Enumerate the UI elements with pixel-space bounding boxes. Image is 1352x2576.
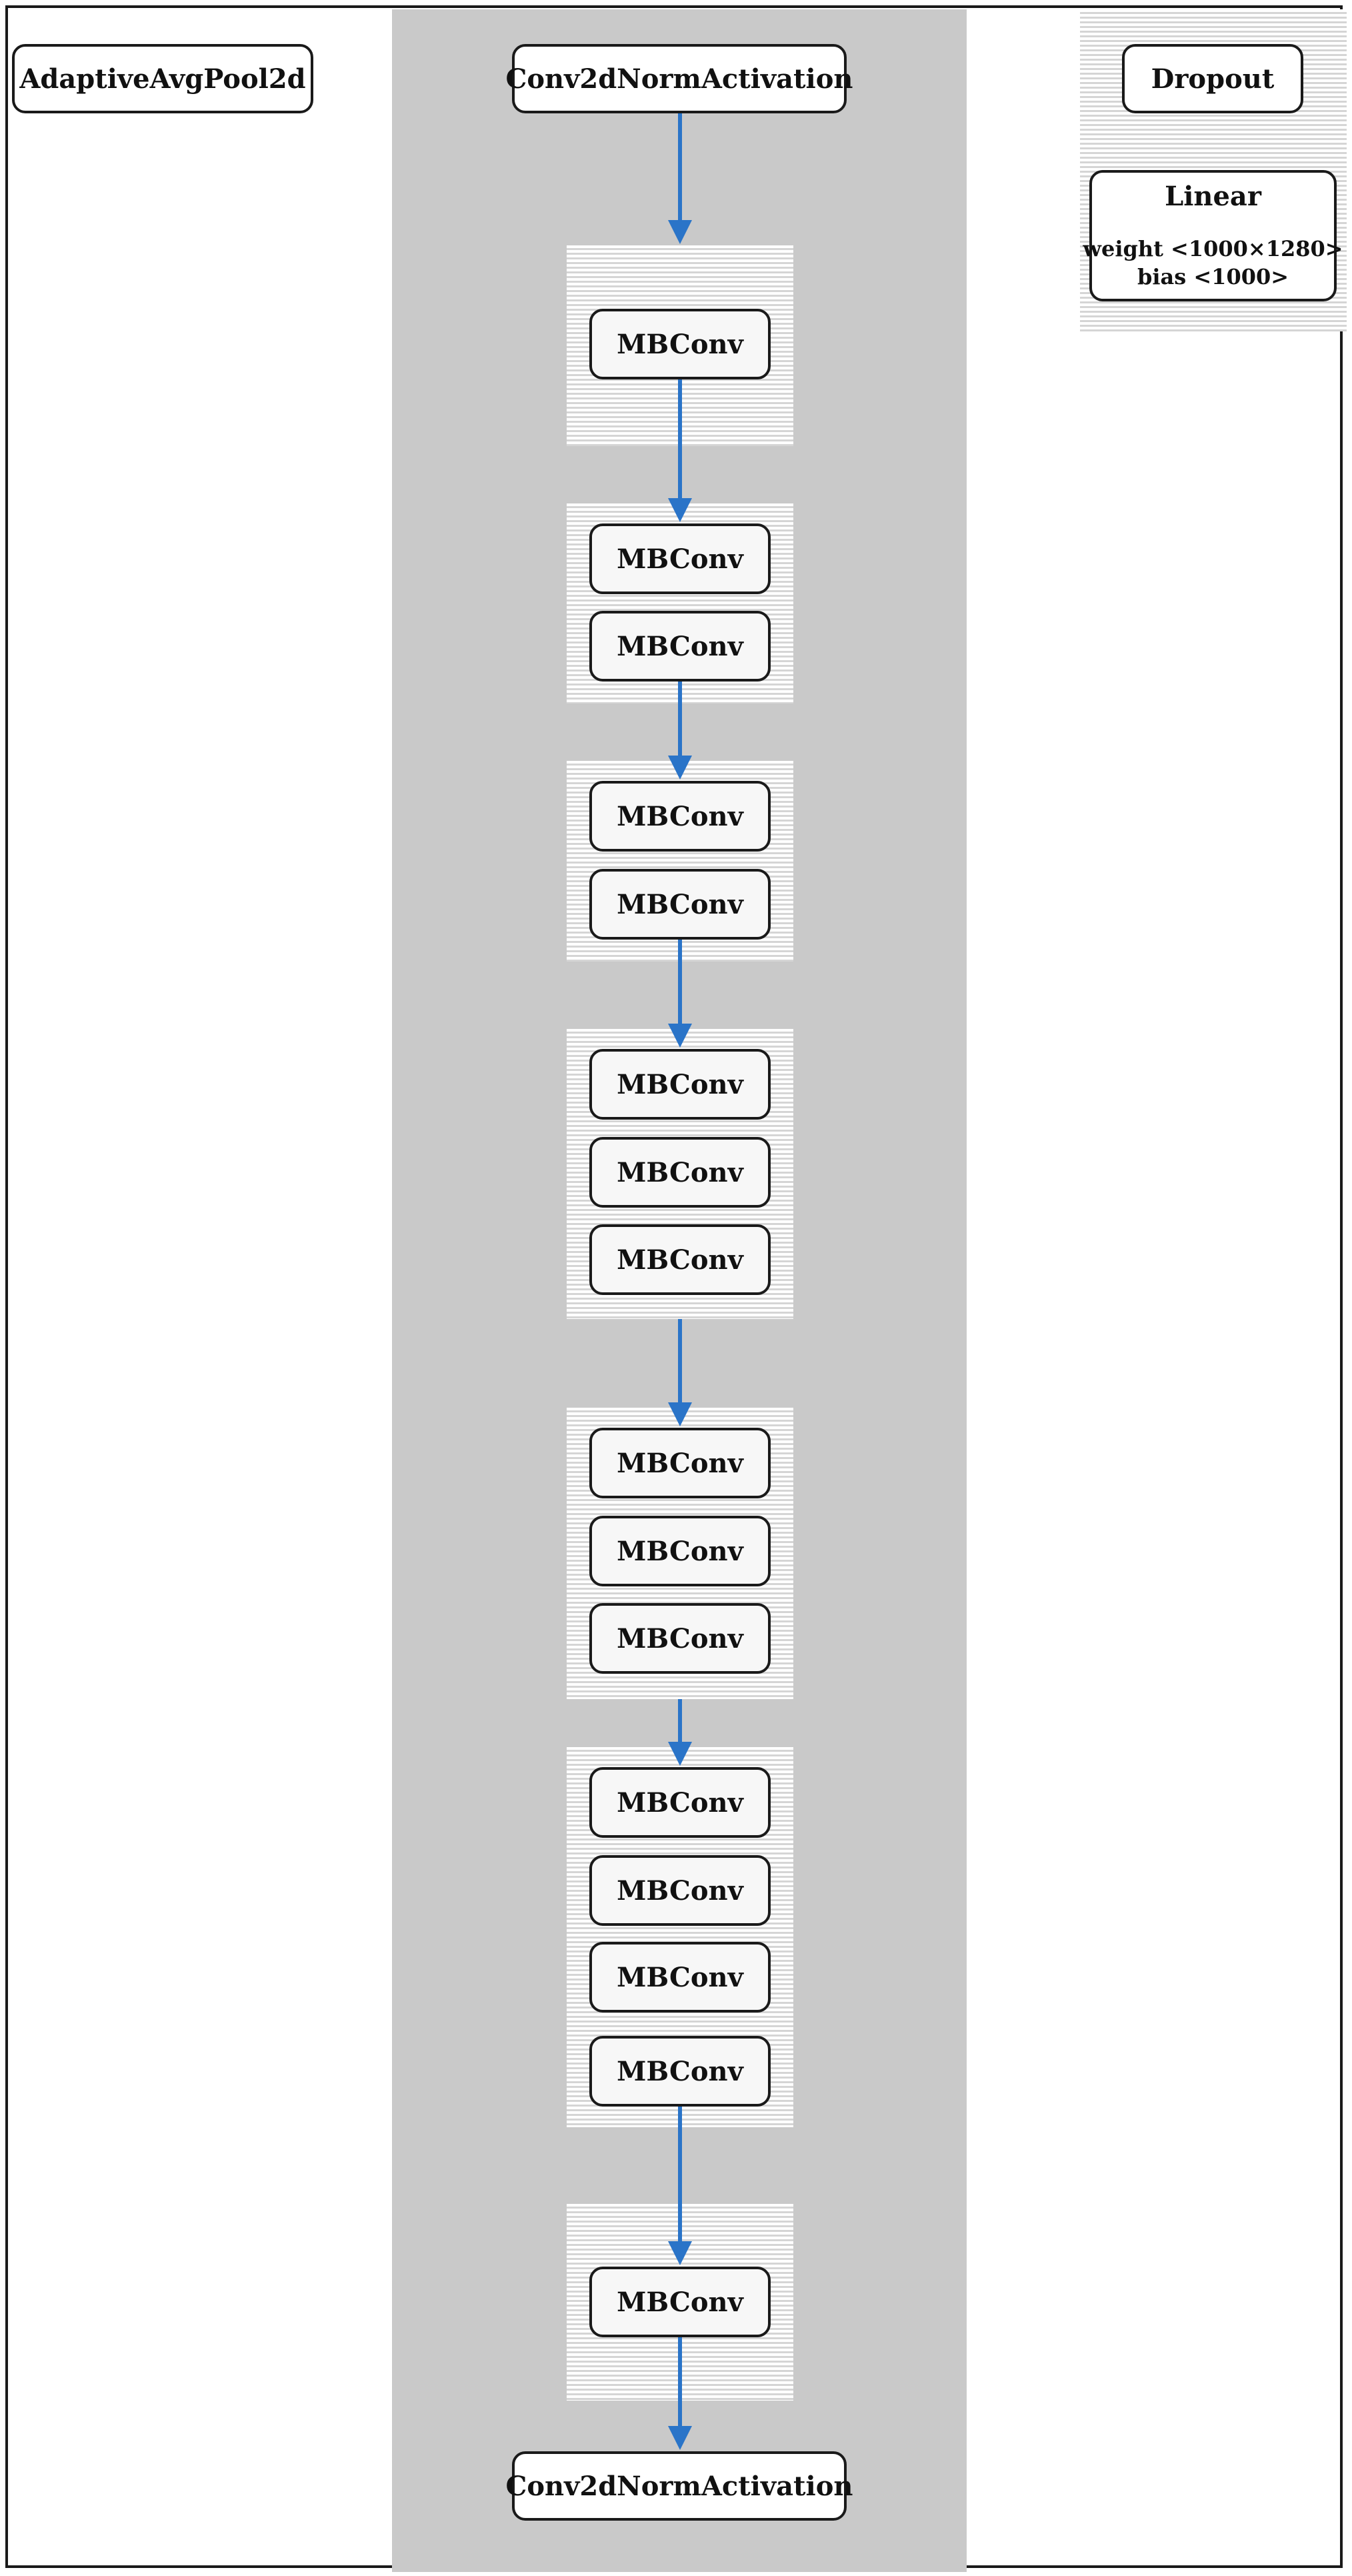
mbconv-block[interactable]: MBConv bbox=[589, 1224, 771, 1295]
mbconv-block[interactable]: MBConv bbox=[589, 781, 771, 852]
linear-title: Linear bbox=[1165, 181, 1261, 212]
mbconv-block[interactable]: MBConv bbox=[589, 1516, 771, 1586]
mbconv-block[interactable]: MBConv bbox=[589, 1049, 771, 1120]
mbconv-block[interactable]: MBConv bbox=[589, 1603, 771, 1674]
mbconv-block[interactable]: MBConv bbox=[589, 523, 771, 594]
adaptive-avg-pool-node[interactable]: AdaptiveAvgPool2d bbox=[12, 44, 313, 113]
linear-bias-label: bias <1000> bbox=[1137, 264, 1289, 289]
mbconv-block[interactable]: MBConv bbox=[589, 2036, 771, 2107]
mbconv-block[interactable]: MBConv bbox=[589, 1428, 771, 1498]
mbconv-block[interactable]: MBConv bbox=[589, 1942, 771, 2013]
head-conv-node[interactable]: Conv2dNormActivation bbox=[506, 2451, 853, 2521]
mbconv-block[interactable]: MBConv bbox=[589, 1767, 771, 1838]
mbconv-block[interactable]: MBConv bbox=[589, 309, 771, 379]
stem-conv-node[interactable]: Conv2dNormActivation bbox=[506, 44, 853, 113]
dropout-node[interactable]: Dropout bbox=[1122, 44, 1303, 113]
mbconv-block[interactable]: MBConv bbox=[589, 1855, 771, 1926]
mbconv-block[interactable]: MBConv bbox=[589, 1137, 771, 1208]
mbconv-block[interactable]: MBConv bbox=[589, 611, 771, 682]
mbconv-block[interactable]: MBConv bbox=[589, 2267, 771, 2337]
linear-weight-label: weight <1000×1280> bbox=[1083, 236, 1343, 261]
linear-node[interactable]: Linear weight <1000×1280> bias <1000> bbox=[1083, 170, 1343, 301]
mbconv-block[interactable]: MBConv bbox=[589, 869, 771, 940]
